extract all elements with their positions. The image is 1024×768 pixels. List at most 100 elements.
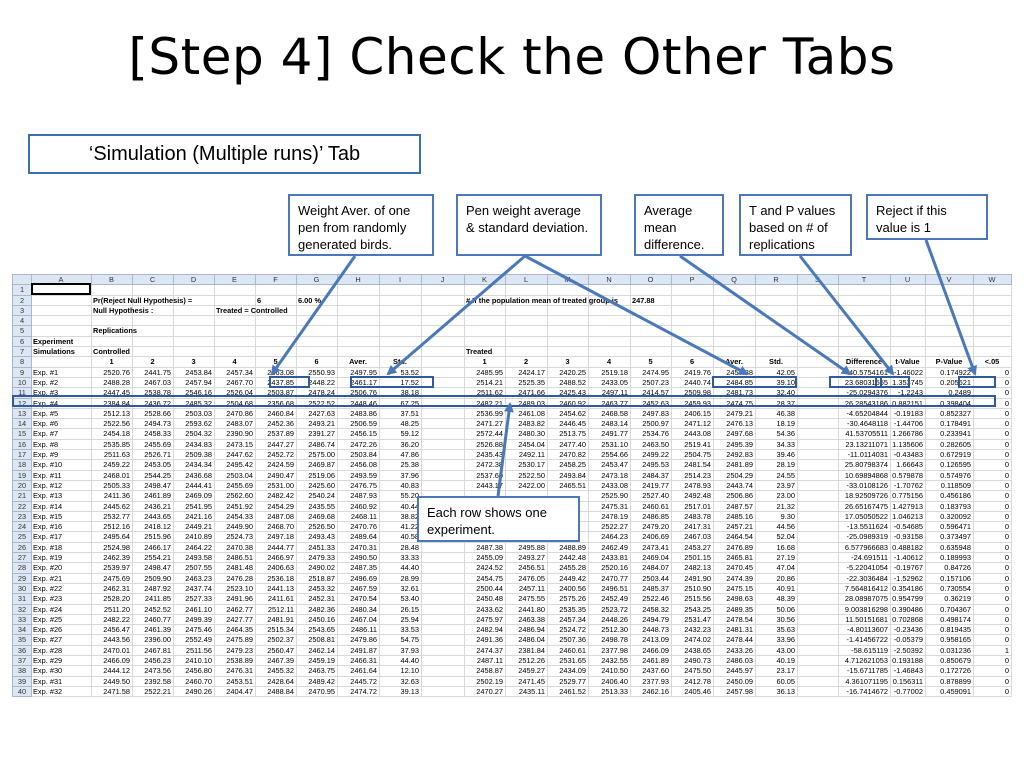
cell[interactable] (797, 613, 839, 626)
cell[interactable]: 2528.20 (91, 593, 133, 605)
cell[interactable] (337, 284, 380, 296)
cell[interactable]: 2475.31 (588, 500, 631, 512)
cell[interactable] (797, 438, 839, 451)
cell[interactable] (214, 284, 256, 296)
cell[interactable]: Std. (379, 356, 422, 368)
cell[interactable] (31, 315, 92, 327)
cell[interactable]: 12.10 (379, 665, 422, 677)
cell[interactable]: 2507.23 (630, 376, 672, 389)
cell[interactable]: 1.135606 (890, 438, 926, 451)
cell[interactable]: 6.577966683 (838, 541, 891, 554)
cell[interactable] (925, 294, 974, 306)
cell[interactable]: Experiment (31, 335, 92, 348)
cell[interactable] (713, 346, 756, 358)
cell[interactable]: 26.65167475 (838, 500, 891, 512)
cell[interactable]: 2461.89 (132, 490, 174, 502)
cell[interactable]: 2490.73 (671, 654, 714, 667)
row-header[interactable]: 28 (12, 562, 32, 574)
cell[interactable]: 1.427913 (890, 500, 926, 512)
experiment-label[interactable]: Exp. #20 (31, 562, 92, 574)
cell[interactable]: 2470.01 (91, 644, 133, 656)
cell[interactable]: 2489.35 (713, 603, 756, 615)
cell[interactable]: 2465.51 (547, 479, 589, 492)
cell[interactable] (797, 418, 839, 430)
experiment-label[interactable]: Exp. #8 (31, 438, 92, 451)
cell[interactable]: 2461.10 (173, 603, 215, 615)
cell[interactable] (547, 284, 589, 296)
cell[interactable]: 2434.83 (173, 438, 215, 451)
cell[interactable]: 2476.05 (505, 572, 548, 584)
cell[interactable]: 2384.84 (91, 397, 133, 409)
cell[interactable]: 2497.83 (630, 407, 672, 420)
cell[interactable]: 2520.16 (588, 562, 631, 574)
cell[interactable]: 2458.87 (464, 665, 506, 677)
cell[interactable]: 2480.30 (505, 428, 548, 440)
experiment-label[interactable]: Exp. #31 (31, 675, 92, 687)
cell[interactable]: 2492.11 (505, 449, 548, 461)
cell[interactable]: 2512.11 (255, 603, 297, 615)
cell[interactable]: 35.63 (755, 624, 798, 636)
cell[interactable]: 2494.73 (132, 418, 174, 430)
cell[interactable]: 0 (973, 624, 1012, 636)
column-header[interactable]: F (255, 273, 297, 286)
cell[interactable]: 0.702868 (890, 613, 926, 626)
cell[interactable] (173, 325, 215, 337)
experiment-label[interactable]: Exp. #13 (31, 490, 92, 502)
cell[interactable]: 2503.44 (630, 572, 672, 584)
cell[interactable] (797, 325, 839, 337)
cell[interactable] (630, 335, 672, 348)
cell[interactable]: 2469.04 (630, 552, 672, 564)
cell[interactable] (379, 304, 422, 317)
cell[interactable] (421, 438, 465, 451)
column-header[interactable]: O (630, 273, 672, 286)
cell[interactable]: 42.05 (755, 366, 798, 378)
cell[interactable]: 2377.98 (588, 644, 631, 656)
cell[interactable]: 2457.38 (713, 366, 756, 378)
cell[interactable] (421, 665, 465, 677)
cell[interactable]: 0.282605 (925, 438, 974, 451)
cell[interactable] (421, 654, 465, 667)
cell[interactable]: 2411.36 (91, 490, 133, 502)
cell[interactable]: 2463.50 (630, 438, 672, 451)
cell[interactable] (755, 284, 798, 296)
cell[interactable]: -22.3036484 (838, 572, 891, 584)
cell[interactable]: 2467.03 (671, 531, 714, 543)
row-header[interactable]: 40 (12, 685, 32, 698)
cell[interactable]: 0.488182 (890, 541, 926, 554)
cell[interactable]: 2496.69 (337, 572, 380, 584)
cell[interactable] (421, 449, 465, 461)
cell[interactable]: 2467.39 (255, 654, 297, 667)
cell[interactable] (379, 325, 422, 337)
cell[interactable]: 2487.93 (337, 490, 380, 502)
cell[interactable]: 2437.74 (173, 582, 215, 595)
cell[interactable]: 0.954799 (890, 593, 926, 605)
experiment-label[interactable]: Exp. #10 (31, 459, 92, 471)
cell[interactable]: 2506.59 (337, 418, 380, 430)
cell[interactable]: 2481.31 (713, 624, 756, 636)
cell[interactable]: 2498.47 (132, 479, 174, 492)
cell[interactable]: 2461.89 (630, 654, 672, 667)
cell[interactable] (379, 294, 422, 306)
cell[interactable]: 0.193188 (890, 654, 926, 667)
cell[interactable]: 67.25 (379, 397, 422, 409)
cell[interactable]: 2502.37 (255, 634, 297, 646)
cell[interactable]: 0.459091 (925, 685, 974, 698)
cell[interactable]: Difference (838, 356, 891, 368)
cell[interactable]: 2458.25 (547, 459, 589, 471)
cell[interactable]: 2504.29 (713, 469, 756, 481)
cell[interactable]: 2433.05 (588, 376, 631, 389)
cell[interactable]: 2479.86 (337, 634, 380, 646)
cell[interactable]: 0 (973, 418, 1012, 430)
cell[interactable]: -11.0114031 (838, 449, 891, 461)
cell[interactable]: 2452.31 (296, 593, 338, 605)
experiment-label[interactable]: Exp. #29 (31, 654, 92, 667)
cell[interactable]: 2465.81 (713, 552, 756, 564)
cell[interactable] (797, 593, 839, 605)
column-header[interactable]: B (91, 273, 133, 286)
cell[interactable] (173, 335, 215, 348)
cell[interactable]: 2468.58 (588, 407, 631, 420)
cell[interactable]: 2456.23 (132, 654, 174, 667)
cell[interactable] (755, 325, 798, 337)
cell[interactable]: 2486.03 (713, 654, 756, 667)
cell[interactable]: 2487.35 (337, 562, 380, 574)
